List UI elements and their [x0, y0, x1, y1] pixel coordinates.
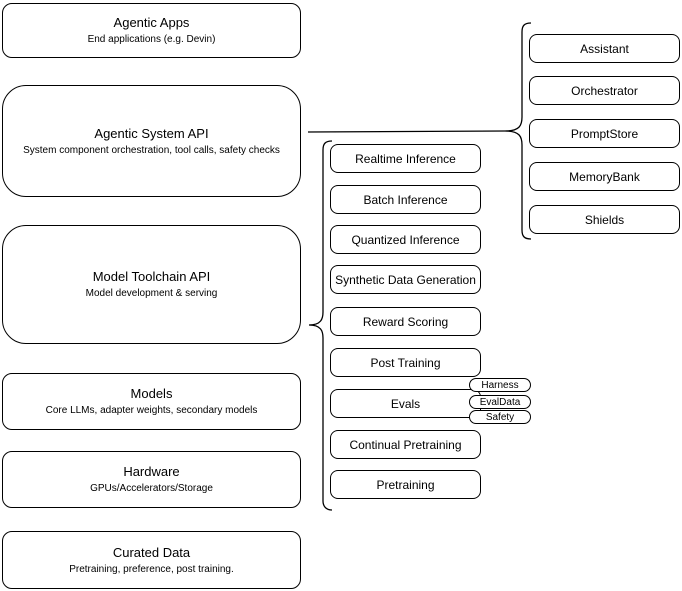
- models-title: Models: [130, 386, 173, 401]
- agentic-apps-node: Agentic Apps End applications (e.g. Devi…: [2, 3, 301, 58]
- model-toolchain-api-subtitle: Model development & serving: [85, 288, 218, 299]
- toolchain-node-batch-inference: Batch Inference: [330, 185, 481, 214]
- models-subtitle: Core LLMs, adapter weights, secondary mo…: [45, 405, 258, 416]
- toolchain-node-realtime-inference: Realtime Inference: [330, 144, 481, 173]
- hardware-node: Hardware GPUs/Accelerators/Storage: [2, 451, 301, 508]
- toolchain-brace: [308, 140, 333, 511]
- eval-tag-safety: Safety: [469, 410, 531, 424]
- system-components-brace: [504, 22, 532, 240]
- component-node-orchestrator: Orchestrator: [529, 76, 680, 105]
- curated-data-subtitle: Pretraining, preference, post training.: [69, 563, 234, 575]
- toolchain-node-pretraining: Pretraining: [330, 470, 481, 499]
- models-node: Models Core LLMs, adapter weights, secon…: [2, 373, 301, 430]
- toolchain-node-quantized-inference: Quantized Inference: [330, 225, 481, 254]
- toolchain-node-continual-pretraining: Continual Pretraining: [330, 430, 481, 459]
- curated-data-title: Curated Data: [112, 544, 191, 560]
- toolchain-node-evals: Evals: [330, 389, 481, 418]
- component-node-promptstore: PromptStore: [529, 119, 680, 148]
- curated-data-node: Curated Data Pretraining, preference, po…: [2, 531, 301, 589]
- system-api-connector-line: [307, 130, 506, 133]
- model-toolchain-api-node: Model Toolchain API Model development & …: [2, 225, 301, 344]
- eval-tag-harness: Harness: [469, 378, 531, 392]
- model-toolchain-api-title: Model Toolchain API: [92, 269, 211, 284]
- agentic-system-api-title: Agentic System API: [94, 125, 209, 141]
- eval-tag-evaldata: EvalData: [469, 395, 531, 409]
- component-node-shields: Shields: [529, 205, 680, 234]
- toolchain-node-post-training: Post Training: [330, 348, 481, 377]
- toolchain-node-reward-scoring: Reward Scoring: [330, 307, 481, 336]
- agentic-system-api-node: Agentic System API System component orch…: [2, 85, 301, 197]
- hardware-title: Hardware: [123, 464, 180, 479]
- agentic-system-api-subtitle: System component orchestration, tool cal…: [23, 144, 280, 156]
- toolchain-node-synthetic-data-generation: Synthetic Data Generation: [330, 265, 481, 294]
- hardware-subtitle: GPUs/Accelerators/Storage: [90, 483, 213, 494]
- component-node-memorybank: MemoryBank: [529, 162, 680, 191]
- agentic-apps-subtitle: End applications (e.g. Devin): [87, 34, 216, 45]
- component-node-assistant: Assistant: [529, 34, 680, 63]
- agentic-apps-title: Agentic Apps: [113, 15, 190, 30]
